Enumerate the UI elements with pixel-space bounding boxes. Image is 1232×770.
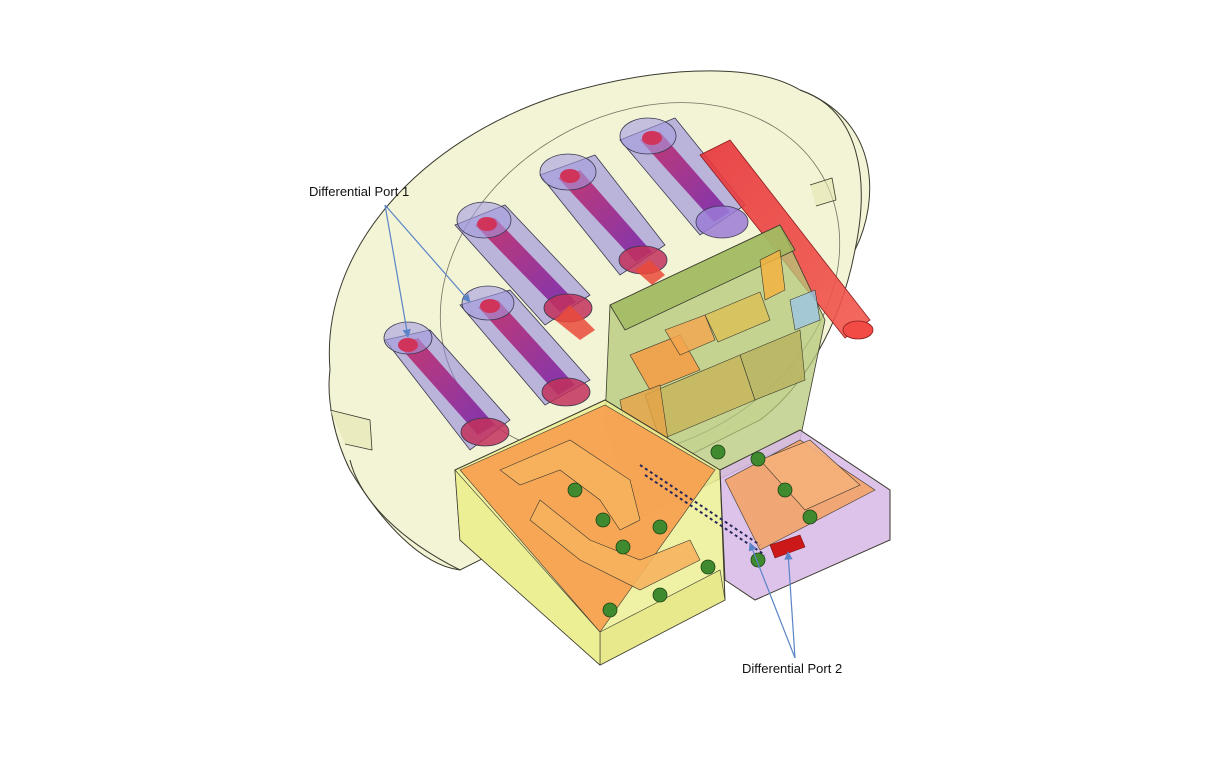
via — [777, 482, 793, 498]
port1-callout-arrows — [384, 204, 471, 338]
coax-pin-4 — [539, 153, 668, 276]
via — [595, 512, 611, 528]
differential-port-1-label: Differential Port 1 — [309, 184, 410, 199]
port2-callout-arrows — [748, 542, 796, 659]
coax-pin-5 — [619, 117, 749, 239]
via — [615, 539, 631, 555]
via — [700, 559, 716, 575]
coax-pin-1 — [383, 321, 511, 451]
via — [802, 509, 818, 525]
coax-pin-2 — [459, 285, 591, 407]
via — [750, 451, 766, 467]
via — [750, 552, 766, 568]
via — [652, 587, 668, 603]
via-group — [567, 444, 818, 618]
differential-port-2-label: Differential Port 2 — [742, 661, 843, 676]
via — [710, 444, 726, 460]
differential-trace — [639, 464, 766, 556]
via — [567, 482, 583, 498]
port2-marker — [769, 534, 806, 559]
via — [602, 602, 618, 618]
via — [652, 519, 668, 535]
